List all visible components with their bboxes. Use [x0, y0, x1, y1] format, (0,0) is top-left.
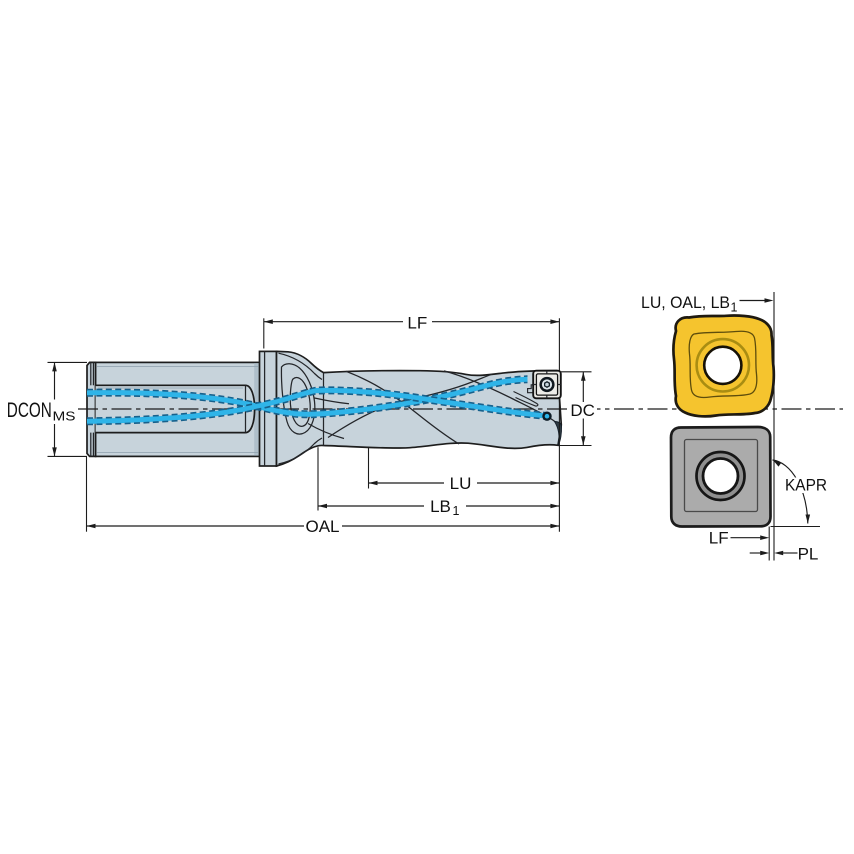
label-insert-reference: LU, OAL, LB — [641, 293, 730, 312]
label-lb: LB — [430, 497, 451, 516]
cone-bottom-line — [278, 437, 323, 465]
pocket-step — [527, 384, 535, 394]
arrow-pl-left — [760, 550, 770, 556]
coolant-channel-lower-dash-bottom — [86, 392, 546, 426]
gray-insert-inner-line — [683, 438, 759, 513]
flute-runout-details — [278, 352, 350, 465]
arrow-dc-bottom — [581, 436, 586, 446]
arrow-dc-top — [581, 371, 586, 381]
label-lf: LF — [407, 314, 427, 333]
arrow-kapr-top — [772, 459, 782, 467]
flute-edge-b — [327, 373, 493, 439]
coolant-channel-upper-dash-bottom — [86, 381, 528, 419]
label-oal: OAL — [305, 517, 339, 536]
insert-front-view-yellow — [672, 314, 776, 418]
runout-loop-outer — [280, 363, 316, 435]
halo-dcon — [3, 399, 78, 424]
pocket-gash-upper — [513, 390, 539, 407]
coolant-channel-upper-dash-top — [86, 375, 528, 412]
halo-kapr — [782, 477, 833, 493]
arrow-kapr-bottom — [805, 514, 811, 524]
dimensions: LF LU LB 1 OAL DC DCON MS — [3, 312, 597, 536]
runout-loop-inner — [289, 376, 311, 427]
label-dcon-sub: MS — [53, 410, 76, 424]
coolant-channel-upper — [86, 376, 528, 417]
insert-pocket-details — [513, 384, 539, 407]
yellow-insert-hole — [702, 345, 743, 386]
halo-dc — [569, 402, 597, 419]
arrow-dcon-bottom — [52, 447, 57, 457]
arrow-oal-left — [86, 523, 96, 529]
insert-front-view-gray — [669, 425, 772, 528]
screw-center — [545, 382, 549, 387]
arrow-insert-reference — [764, 298, 774, 303]
arrow-lb-left — [318, 503, 327, 509]
label-lu: LU — [450, 474, 472, 493]
halo-lu — [444, 474, 477, 492]
label-lb-sub: 1 — [453, 504, 460, 518]
arrow-lb-right — [550, 503, 560, 509]
label-insert-reference-sub: 1 — [731, 301, 738, 315]
arrow-pl-right — [774, 550, 784, 556]
label-kapr: KAPR — [785, 476, 827, 495]
halo-oal — [304, 517, 342, 536]
coolant-channel-lower — [86, 387, 546, 424]
halo-lb — [424, 497, 466, 516]
label-pl: PL — [798, 544, 819, 563]
arrow-dcon-top — [52, 362, 57, 372]
arrow-insert-lf — [760, 535, 770, 540]
cone-top-line — [278, 352, 323, 381]
coolant-channels — [86, 375, 552, 426]
coolant-channel-lower-dash-top — [86, 386, 546, 419]
label-dcon: DCON — [7, 398, 52, 422]
arrow-lf-left — [263, 319, 273, 324]
arrow-lu-left — [368, 480, 378, 486]
insert-dimensions: LU, OAL, LB 1 KAPR LF PL — [641, 292, 833, 563]
pocket-gash-lower — [515, 396, 537, 407]
halo-lf — [403, 312, 432, 330]
tip-insert — [532, 369, 562, 400]
arrow-oal-right — [550, 523, 560, 529]
yellow-insert-inner-line — [688, 330, 758, 399]
arrow-lf-right — [550, 319, 560, 324]
yellow-insert-ring — [695, 337, 751, 393]
label-insert-lf: LF — [709, 528, 729, 547]
label-dc: DC — [570, 401, 595, 420]
coolant-exit-hole-bore — [544, 413, 550, 419]
arrow-lu-right — [550, 480, 560, 486]
runout-link-upper — [314, 397, 350, 405]
flute-edge-a — [345, 370, 460, 445]
gray-insert-hole — [701, 457, 740, 495]
runout-link-lower — [307, 422, 345, 440]
